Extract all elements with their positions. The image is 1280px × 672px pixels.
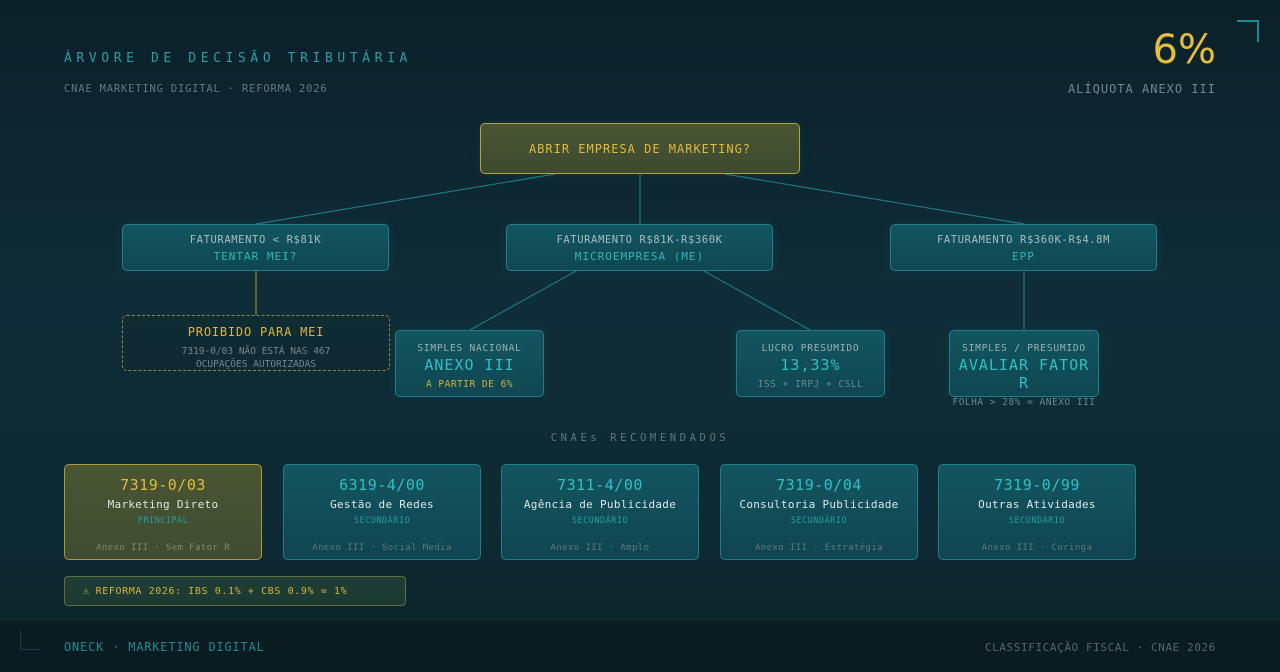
forbidden-title: PROIBIDO PARA MEI <box>187 325 325 339</box>
forbidden-mei-node[interactable]: PROIBIDO PARA MEI 7319-0/03 NÃO ESTÁ NAS… <box>122 315 390 371</box>
footer-brand: ONECK · MARKETING DIGITAL <box>64 640 265 654</box>
page-subtitle: CNAE MARKETING DIGITAL · REFORMA 2026 <box>64 83 328 95</box>
cnae-tag: PRINCIPAL <box>137 516 189 526</box>
cnae-card[interactable]: 7319-0/04 Consultoria Publicidade SECUND… <box>720 464 918 560</box>
branch-condition: FATURAMENTO R$360K-R$4.8M <box>936 234 1111 246</box>
leaf-regime: LUCRO PRESUMIDO <box>761 343 860 354</box>
root-question-label: ABRIR EMPRESA DE MARKETING? <box>528 141 752 156</box>
leaf-node-lucro-presumido[interactable]: LUCRO PRESUMIDO 13,33% ISS + IRPJ + CSLL <box>736 330 885 397</box>
cnae-card[interactable]: 7319-0/99 Outras Atividades SECUNDÁRIO A… <box>938 464 1136 560</box>
cnae-name: Outras Atividades <box>978 498 1096 511</box>
cnae-name: Gestão de Redes <box>330 498 434 511</box>
rate-value: 6% <box>1152 27 1216 73</box>
cnae-card-principal[interactable]: 7319-0/03 Marketing Direto PRINCIPAL Ane… <box>64 464 262 560</box>
cnae-code: 6319-4/00 <box>339 476 425 494</box>
leaf-regime: SIMPLES NACIONAL <box>417 343 522 354</box>
cnae-code: 7319-0/04 <box>776 476 862 494</box>
branch-condition: FATURAMENTO R$81K-R$360K <box>556 234 723 246</box>
branch-outcome: EPP <box>1012 250 1035 263</box>
cnae-tag: SECUNDÁRIO <box>790 516 848 526</box>
cnae-meta: Anexo III · Sem Fator R <box>96 543 230 553</box>
connector-me-simples <box>469 270 577 331</box>
cnae-card[interactable]: 6319-4/00 Gestão de Redes SECUNDÁRIO Ane… <box>283 464 481 560</box>
cnae-code: 7319-0/99 <box>994 476 1080 494</box>
leaf-note: A PARTIR DE 6% <box>425 379 514 390</box>
footer-bar: ONECK · MARKETING DIGITAL CLASSIFICAÇÃO … <box>0 619 1280 672</box>
warning-text: REFORMA 2026: IBS 0.1% + CBS 0.9% = 1% <box>95 585 348 597</box>
cnae-name: Consultoria Publicidade <box>739 498 899 511</box>
leaf-value: AVALIAR FATOR R <box>958 356 1090 392</box>
cnae-tag: SECUNDÁRIO <box>1008 516 1066 526</box>
branch-node-mei[interactable]: FATURAMENTO < R$81K TENTAR MEI? <box>122 224 389 271</box>
cnae-code: 7311-4/00 <box>557 476 643 494</box>
forbidden-line-1: 7319-0/03 NÃO ESTÁ NAS 467 <box>181 346 331 357</box>
leaf-value: ANEXO III <box>424 356 515 374</box>
branch-outcome: TENTAR MEI? <box>213 250 298 263</box>
corner-bracket-decoration <box>1237 20 1259 42</box>
page-title: ÁRVORE DE DECISÃO TRIBUTÁRIA <box>64 51 412 66</box>
cnaes-section-label: CNAEs RECOMENDADOS <box>550 432 730 444</box>
leaf-node-fator-r[interactable]: SIMPLES / PRESUMIDO AVALIAR FATOR R FOLH… <box>949 330 1099 408</box>
leaf-note: ISS + IRPJ + CSLL <box>757 379 864 390</box>
cnae-meta: Anexo III · Coringa <box>981 543 1093 553</box>
cnae-name: Agência de Publicidade <box>523 498 677 511</box>
cnae-card[interactable]: 7311-4/00 Agência de Publicidade SECUNDÁ… <box>501 464 699 560</box>
leaf-value: 13,33% <box>780 356 841 374</box>
root-question-node[interactable]: ABRIR EMPRESA DE MARKETING? <box>480 123 800 174</box>
cnae-tag: SECUNDÁRIO <box>353 516 411 526</box>
leaf-node-simples-nacional[interactable]: SIMPLES NACIONAL ANEXO III A PARTIR DE 6… <box>395 330 544 397</box>
connector-root-mei <box>255 173 556 225</box>
cnae-meta: Anexo III · Amplo <box>550 543 650 553</box>
branch-node-epp[interactable]: FATURAMENTO R$360K-R$4.8M EPP <box>890 224 1157 271</box>
reform-warning-banner: ⚠ REFORMA 2026: IBS 0.1% + CBS 0.9% = 1% <box>64 576 406 606</box>
cnae-meta: Anexo III · Estratégia <box>754 543 883 553</box>
branch-condition: FATURAMENTO < R$81K <box>189 234 322 246</box>
branch-outcome: MICROEMPRESA (ME) <box>574 250 705 263</box>
connector-me-presumido <box>703 270 811 331</box>
warning-icon: ⚠ <box>83 585 90 597</box>
cnae-meta: Anexo III · Social Media <box>312 543 452 553</box>
cnae-tag: SECUNDÁRIO <box>571 516 629 526</box>
forbidden-line-2: OCUPAÇÕES AUTORIZADAS <box>195 359 317 370</box>
cnae-code: 7319-0/03 <box>120 476 206 494</box>
rate-label: ALÍQUOTA ANEXO III <box>1067 82 1216 96</box>
leaf-regime: SIMPLES / PRESUMIDO <box>962 343 1086 354</box>
footer-classification: CLASSIFICAÇÃO FISCAL · CNAE 2026 <box>984 641 1216 654</box>
leaf-note: FOLHA > 28% = ANEXO III <box>952 397 1096 408</box>
connector-root-epp <box>724 173 1025 225</box>
corner-bracket-decoration <box>20 630 40 650</box>
cnae-name: Marketing Direto <box>107 498 219 511</box>
branch-node-me[interactable]: FATURAMENTO R$81K-R$360K MICROEMPRESA (M… <box>506 224 773 271</box>
